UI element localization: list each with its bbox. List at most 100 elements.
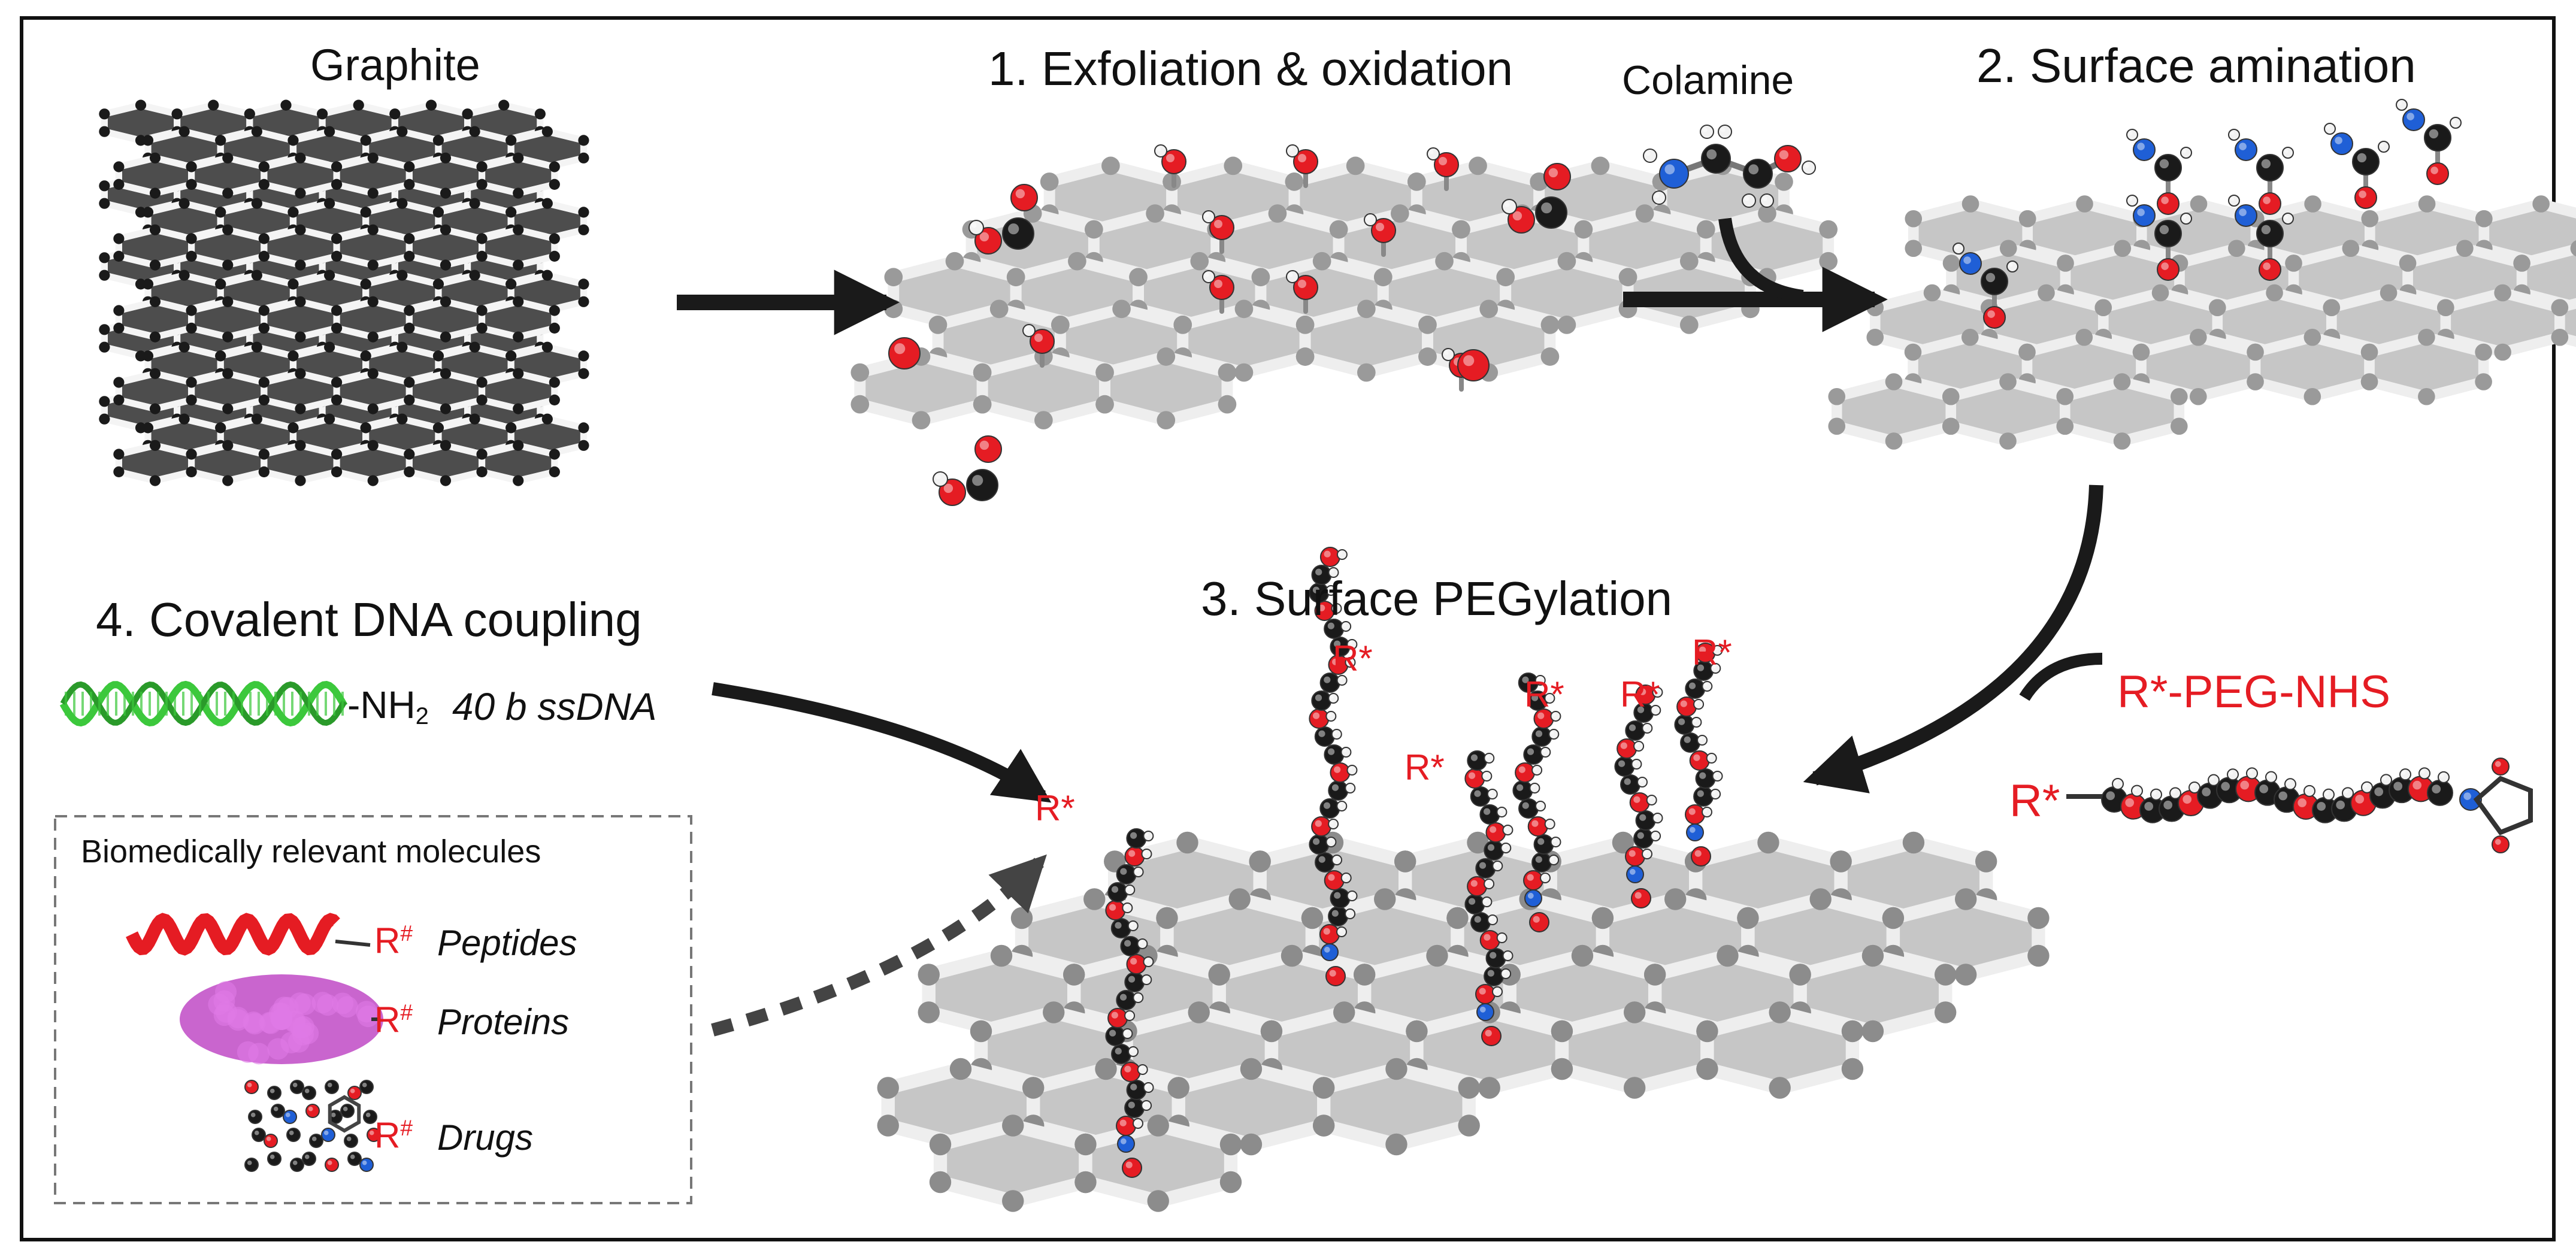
carbon-atom: [1240, 1133, 1263, 1156]
carbon-atom: [331, 394, 343, 406]
carbon-atom: [1157, 347, 1176, 366]
hydrogen-atom: [2378, 141, 2390, 153]
carbon-atom: [113, 178, 125, 190]
hydrogen-atom: [1345, 657, 1356, 668]
carbon-atom: [2342, 240, 2360, 258]
hydrogen-atom: [1697, 735, 1708, 746]
carbon-atom: [1418, 347, 1437, 366]
carbon-atom: [1961, 328, 1979, 346]
atom-highlight: [1490, 826, 1497, 833]
carbon-atom: [1841, 1058, 1864, 1080]
atom-highlight: [2336, 800, 2345, 810]
atom-highlight: [1139, 1066, 1143, 1070]
atom-highlight: [936, 474, 941, 480]
hydrogen-atom: [1712, 645, 1723, 656]
carbon-atom: [541, 341, 553, 353]
atom-highlight: [1963, 256, 1971, 264]
atom-highlight: [308, 1106, 313, 1111]
carbon-atom: [404, 250, 415, 262]
carbon-atom: [1218, 395, 1237, 414]
atom-highlight: [331, 1112, 336, 1117]
carbon-atom: [1743, 159, 1773, 189]
carbon-atom: [469, 126, 480, 137]
carbon-atom: [186, 178, 197, 190]
carbon-atom: [295, 259, 306, 271]
carbon-atom: [1612, 831, 1634, 854]
atom-highlight: [270, 1154, 275, 1159]
atom-highlight: [1535, 856, 1542, 863]
hydrogen-atom: [1127, 920, 1139, 931]
atom-highlight: [1025, 326, 1030, 331]
carbon-atom: [1260, 1020, 1283, 1043]
atom-highlight: [2398, 101, 2402, 105]
oxygen-atom: [1543, 163, 1571, 190]
arrow-step4: [712, 682, 1052, 803]
carbon-atom: [360, 422, 371, 434]
atom-highlight: [1474, 916, 1481, 923]
atom-highlight: [2183, 215, 2187, 219]
hydrogen-atom: [1328, 693, 1339, 704]
carbon-atom: [1679, 252, 1699, 271]
atom-highlight: [292, 1160, 298, 1165]
carbon-atom: [2056, 417, 2074, 435]
atom-highlight: [1537, 802, 1541, 807]
carbon-atom: [1475, 858, 1496, 879]
oxygen-atom: [2157, 258, 2180, 281]
carbon-atom: [1523, 744, 1544, 765]
carbon-atom: [1758, 204, 1776, 223]
atom-highlight: [1527, 874, 1534, 881]
carbon-atom: [325, 1080, 339, 1094]
hydrogen-atom: [1496, 932, 1508, 943]
carbon-atom: [280, 99, 292, 111]
hydrogen-atom: [2438, 771, 2450, 783]
carbon-atom: [1328, 780, 1349, 801]
carbon-atom: [186, 377, 197, 388]
carbon-atom: [149, 475, 161, 486]
carbon-atom: [2209, 299, 2226, 317]
carbon-atom: [2551, 299, 2569, 317]
atom-highlight: [1008, 223, 1019, 235]
atom-highlight: [1439, 157, 1447, 165]
atom-highlight: [1486, 755, 1490, 759]
atom-highlight: [1328, 587, 1331, 591]
label-r-star-2: R*: [1333, 638, 1373, 679]
protein-blob: [180, 974, 383, 1065]
hexagon-cell: [2250, 332, 2375, 402]
hydrogen-atom: [1481, 896, 1493, 907]
hydrogen-atom: [2284, 778, 2296, 790]
carbon-atom: [1981, 268, 2008, 295]
carbon-atom: [1701, 144, 1731, 174]
atom-highlight: [1620, 742, 1627, 749]
atom-highlight: [266, 1136, 271, 1141]
carbon-atom: [989, 299, 1009, 319]
protein-bead: [213, 990, 235, 1012]
atom-highlight: [1469, 898, 1476, 905]
carbon-atom: [113, 466, 125, 478]
atom-highlight: [2326, 125, 2330, 129]
carbon-atom: [186, 250, 197, 262]
atom-highlight: [247, 1082, 252, 1088]
hydrogen-atom: [1712, 771, 1723, 782]
atom-highlight: [2287, 780, 2291, 785]
carbon-atom: [295, 331, 306, 343]
hydrogen-atom: [1141, 1100, 1152, 1111]
hydrogen-atom: [1631, 759, 1642, 770]
atom-highlight: [1120, 1138, 1127, 1144]
carbon-atom: [1157, 411, 1176, 430]
oxygen-atom: [2259, 192, 2281, 215]
hydrogen-atom: [1637, 777, 1648, 788]
atom-highlight: [1699, 772, 1706, 779]
hydrogen-atom: [1340, 621, 1352, 632]
oxygen-atom: [1161, 149, 1186, 174]
atom-highlight: [2009, 263, 2013, 267]
carbon-atom: [2513, 255, 2530, 272]
atom-highlight: [2440, 774, 2444, 778]
carbon-atom: [1478, 1077, 1500, 1099]
atom-highlight: [1748, 164, 1759, 175]
carbon-atom: [1354, 964, 1376, 986]
atom-highlight: [1527, 748, 1534, 755]
atom-highlight: [979, 232, 989, 242]
atom-highlight: [2248, 770, 2253, 774]
carbon-atom: [99, 413, 110, 425]
carbon-atom: [99, 126, 110, 137]
